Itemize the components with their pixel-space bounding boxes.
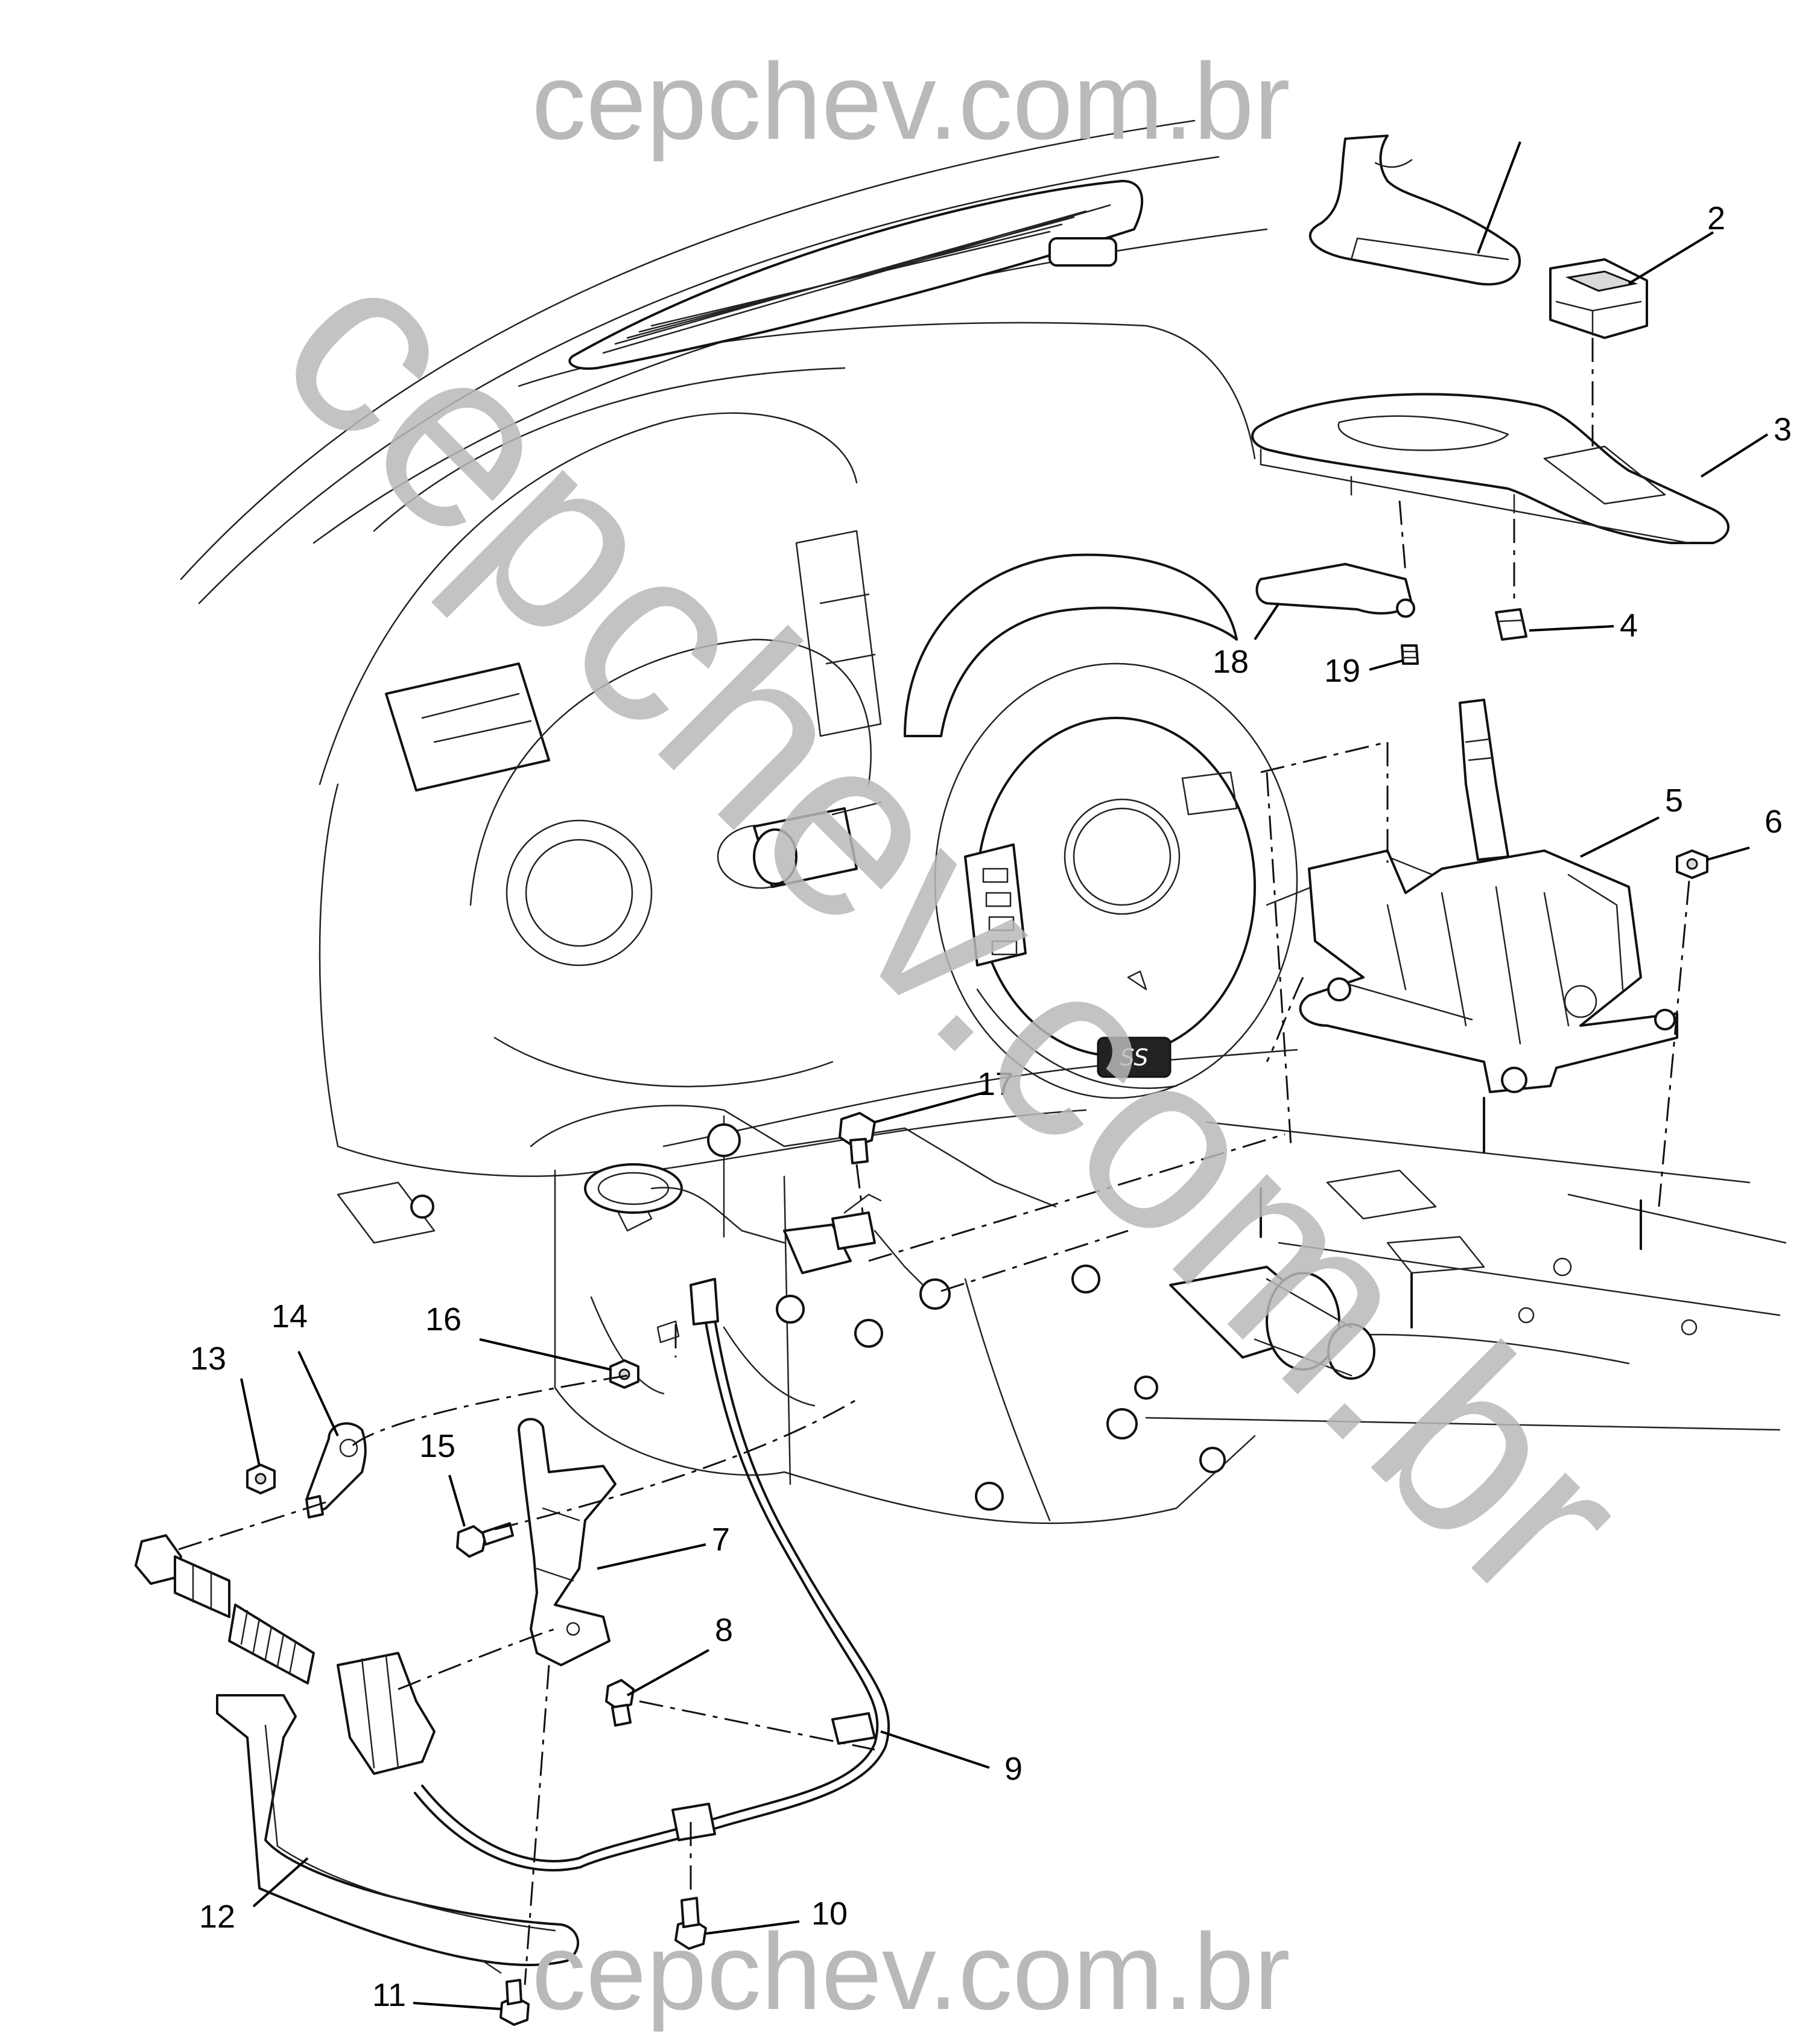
callout-7: 7 bbox=[712, 1522, 730, 1558]
steering-column bbox=[753, 801, 882, 888]
defrost-vent bbox=[568, 180, 1144, 370]
alignment-lines bbox=[174, 338, 1690, 1985]
bolt-10 bbox=[674, 1897, 707, 1950]
ss-logo-badge bbox=[1097, 1036, 1172, 1078]
callout-9: 9 bbox=[1004, 1751, 1023, 1787]
steering-wheel: SS bbox=[904, 553, 1298, 1099]
bolt-15 bbox=[456, 1522, 514, 1558]
nut-13 bbox=[246, 1464, 276, 1494]
watermark-bottom: cepchev.com.br bbox=[531, 1911, 1290, 2033]
callout-5: 5 bbox=[1665, 782, 1683, 819]
shift-boot bbox=[1308, 135, 1521, 286]
instrument-panel-background bbox=[180, 119, 1787, 1431]
shift-switch bbox=[1549, 258, 1648, 339]
heat-shield-12 bbox=[216, 1694, 579, 1974]
output-shaft bbox=[1169, 1266, 1375, 1380]
callout-13: 13 bbox=[190, 1341, 226, 1377]
callout-6: 6 bbox=[1765, 804, 1783, 840]
callout-8: 8 bbox=[715, 1612, 733, 1648]
callout-labels: 2 3 4 5 6 7 8 9 10 11 12 13 14 15 16 17 … bbox=[190, 200, 1792, 2013]
shift-lever-14 bbox=[305, 1422, 367, 1519]
shift-cable-upper-end bbox=[584, 1163, 951, 1310]
left-air-vent bbox=[385, 662, 550, 792]
callout-12: 12 bbox=[199, 1899, 235, 1935]
callout-10: 10 bbox=[811, 1896, 848, 1932]
nut-6 bbox=[1676, 849, 1708, 879]
callout-16: 16 bbox=[425, 1301, 461, 1338]
shift-control-assembly bbox=[1299, 699, 1678, 1093]
retainer-clip bbox=[1495, 608, 1527, 641]
callout-2: 2 bbox=[1707, 200, 1725, 236]
callout-18: 18 bbox=[1213, 644, 1249, 680]
instrument-cluster-gauge bbox=[506, 819, 804, 966]
callout-17: 17 bbox=[977, 1066, 1013, 1102]
ss-logo-text: SS bbox=[1120, 1044, 1149, 1071]
cable-bracket-7 bbox=[518, 1418, 617, 1666]
screw-19 bbox=[1401, 644, 1419, 665]
callout-3: 3 bbox=[1774, 411, 1792, 448]
callout-15: 15 bbox=[419, 1428, 455, 1464]
nut-16 bbox=[609, 1320, 680, 1389]
callout-11: 11 bbox=[372, 1977, 406, 2013]
watermark-top: cepchev.com.br bbox=[531, 41, 1290, 162]
callout-4: 4 bbox=[1620, 608, 1638, 644]
callout-19: 19 bbox=[1324, 653, 1360, 689]
shift-cable-9 bbox=[135, 1278, 890, 1871]
transmission-case bbox=[337, 1105, 1375, 1525]
console-bracket bbox=[1255, 563, 1415, 618]
console-trim-plate bbox=[1251, 393, 1730, 544]
floor-studs bbox=[1260, 1097, 1698, 1336]
bolt-8 bbox=[605, 1679, 635, 1727]
bolt-11 bbox=[499, 1979, 530, 2026]
leader-lines bbox=[240, 141, 1769, 2010]
callout-14: 14 bbox=[271, 1298, 308, 1335]
bolt-17 bbox=[839, 1112, 876, 1164]
